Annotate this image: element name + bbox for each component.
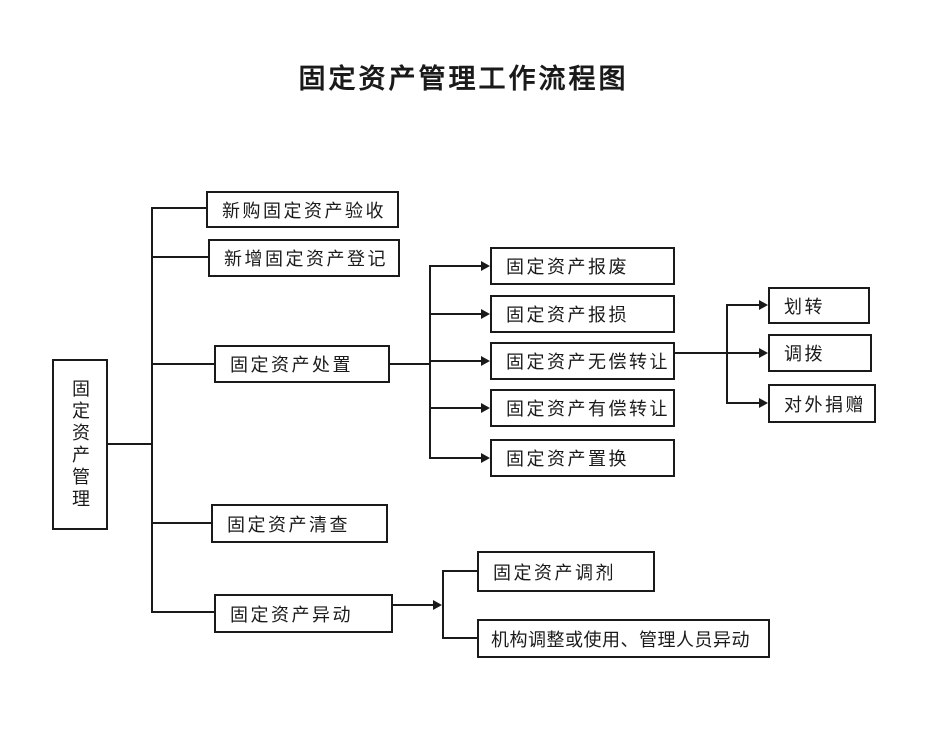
connector-to-asset-inventory-check xyxy=(151,522,212,524)
connector-to-asset-change xyxy=(151,611,215,613)
node-external-donation-label: 对外捐赠 xyxy=(784,394,866,415)
node-asset-inventory-check-label: 固定资产清查 xyxy=(227,514,350,535)
node-transfer-label: 划转 xyxy=(784,296,825,317)
node-asset-change: 固定资产异动 xyxy=(214,594,393,633)
connector-to-asset-disposal xyxy=(151,363,215,365)
page-title: 固定资产管理工作流程图 xyxy=(298,64,629,94)
node-new-purchase-acceptance: 新购固定资产验收 xyxy=(206,191,399,228)
node-new-asset-registration-label: 新增固定资产登记 xyxy=(224,249,388,269)
node-asset-scrap-label: 固定资产报废 xyxy=(506,257,629,277)
arrowhead-asset-paid-transfer xyxy=(481,403,490,413)
node-asset-damage-writeoff: 固定资产报损 xyxy=(490,295,675,333)
edge-to-asset-replacement xyxy=(429,457,481,459)
connector-to-new-asset-registration xyxy=(151,256,209,258)
node-asset-scrap: 固定资产报废 xyxy=(490,247,675,285)
edge-to-external-donation xyxy=(726,402,759,404)
arrowhead-asset-damage-writeoff xyxy=(481,309,490,319)
edge-to-asset-paid-transfer xyxy=(429,407,481,409)
edge-to-org-adjustment xyxy=(442,637,477,639)
arrowhead-external-donation xyxy=(759,398,768,408)
node-asset-paid-transfer: 固定资产有偿转让 xyxy=(490,389,675,427)
node-fixed-asset-management-label: 固定资产管理 xyxy=(70,378,90,511)
node-new-asset-registration: 新增固定资产登记 xyxy=(208,239,400,277)
node-external-donation: 对外捐赠 xyxy=(768,384,876,423)
node-org-adjustment-personnel-change: 机构调整或使用、管理人员异动 xyxy=(477,619,770,658)
connector-free-transfer-to-allocation xyxy=(675,352,759,354)
arrowhead-asset-replacement xyxy=(481,453,490,463)
node-transfer: 划转 xyxy=(768,287,870,324)
connector-disposal-to-spine xyxy=(390,363,430,365)
edge-to-transfer xyxy=(726,304,759,306)
node-asset-free-transfer: 固定资产无偿转让 xyxy=(490,342,675,380)
connector-change-to-spine xyxy=(393,604,433,606)
arrowhead-change-spine xyxy=(433,600,442,610)
node-asset-disposal-label: 固定资产处置 xyxy=(230,355,353,375)
arrowhead-asset-scrap xyxy=(481,261,490,271)
node-allocation-label: 调拨 xyxy=(784,344,825,364)
node-new-purchase-acceptance-label: 新购固定资产验收 xyxy=(222,200,386,221)
edge-to-asset-free-transfer xyxy=(429,360,481,362)
arrowhead-transfer xyxy=(759,300,768,310)
edge-to-asset-scrap xyxy=(429,265,481,267)
node-asset-adjustment: 固定资产调剂 xyxy=(477,551,655,592)
node-asset-free-transfer-label: 固定资产无偿转让 xyxy=(506,352,670,372)
node-asset-inventory-check: 固定资产清查 xyxy=(211,504,388,543)
node-asset-replacement-label: 固定资产置换 xyxy=(506,449,629,469)
node-fixed-asset-management: 固定资产管理 xyxy=(52,359,108,530)
node-asset-disposal: 固定资产处置 xyxy=(214,345,390,383)
node-allocation: 调拨 xyxy=(768,334,872,372)
arrowhead-allocation xyxy=(759,348,768,358)
node-org-adjustment-personnel-change-label: 机构调整或使用、管理人员异动 xyxy=(491,629,750,650)
node-asset-adjustment-label: 固定资产调剂 xyxy=(493,562,616,583)
node-asset-paid-transfer-label: 固定资产有偿转让 xyxy=(506,399,670,419)
connector-root-to-spine xyxy=(108,443,152,445)
spine-disposal xyxy=(429,265,431,459)
spine-change xyxy=(442,570,444,639)
node-asset-damage-writeoff-label: 固定资产报损 xyxy=(506,305,629,325)
connector-to-new-purchase-acceptance xyxy=(151,207,207,209)
arrowhead-asset-free-transfer xyxy=(481,356,490,366)
edge-to-asset-adjustment xyxy=(442,570,477,572)
spine-free-transfer xyxy=(726,304,728,404)
edge-to-asset-damage-writeoff xyxy=(429,313,481,315)
node-asset-change-label: 固定资产异动 xyxy=(230,604,353,625)
node-asset-replacement: 固定资产置换 xyxy=(490,439,675,477)
spine-level1 xyxy=(151,207,153,613)
